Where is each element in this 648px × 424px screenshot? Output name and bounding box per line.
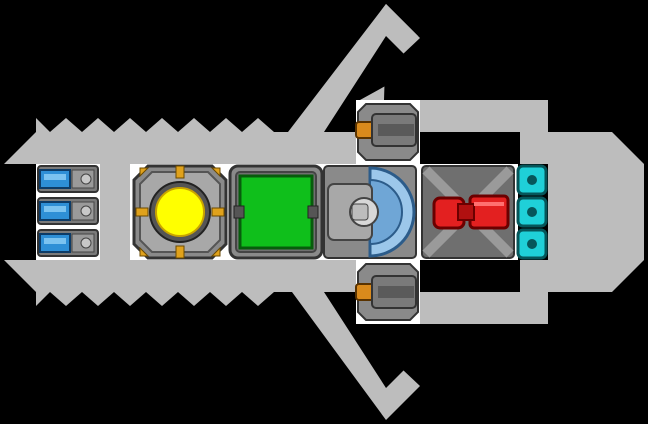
stern-teeth-top — [4, 118, 360, 164]
shield-console-icon[interactable] — [228, 164, 324, 260]
lower-channel — [324, 292, 418, 388]
hull-gap — [100, 164, 130, 260]
side-turret-icon[interactable] — [355, 263, 419, 321]
upper-wing-fill — [292, 4, 420, 132]
upper-channel — [324, 36, 418, 132]
sensor-node-icon[interactable] — [516, 196, 548, 228]
side-turret-icon[interactable] — [355, 103, 419, 161]
sensor-nodes[interactable] — [516, 164, 548, 260]
hull-channels — [324, 36, 418, 388]
engine-pod-icon[interactable] — [37, 165, 99, 193]
bow-tip — [548, 164, 644, 260]
engine-pod-icon[interactable] — [37, 229, 99, 257]
dual-cannon-icon[interactable] — [421, 165, 515, 259]
engine-pod-icon[interactable] — [37, 197, 99, 225]
stern-teeth-bottom — [4, 260, 360, 306]
sensor-node-icon[interactable] — [516, 228, 548, 260]
cockpit-dome-icon[interactable] — [323, 165, 417, 259]
bow-bottom — [360, 260, 644, 324]
engine-pods[interactable] — [37, 165, 99, 257]
bow-top — [360, 100, 644, 164]
sensor-node-icon[interactable] — [516, 164, 548, 196]
ship-hull — [4, 4, 644, 420]
lower-wing — [292, 292, 420, 420]
reactor-core-icon[interactable] — [132, 164, 228, 260]
